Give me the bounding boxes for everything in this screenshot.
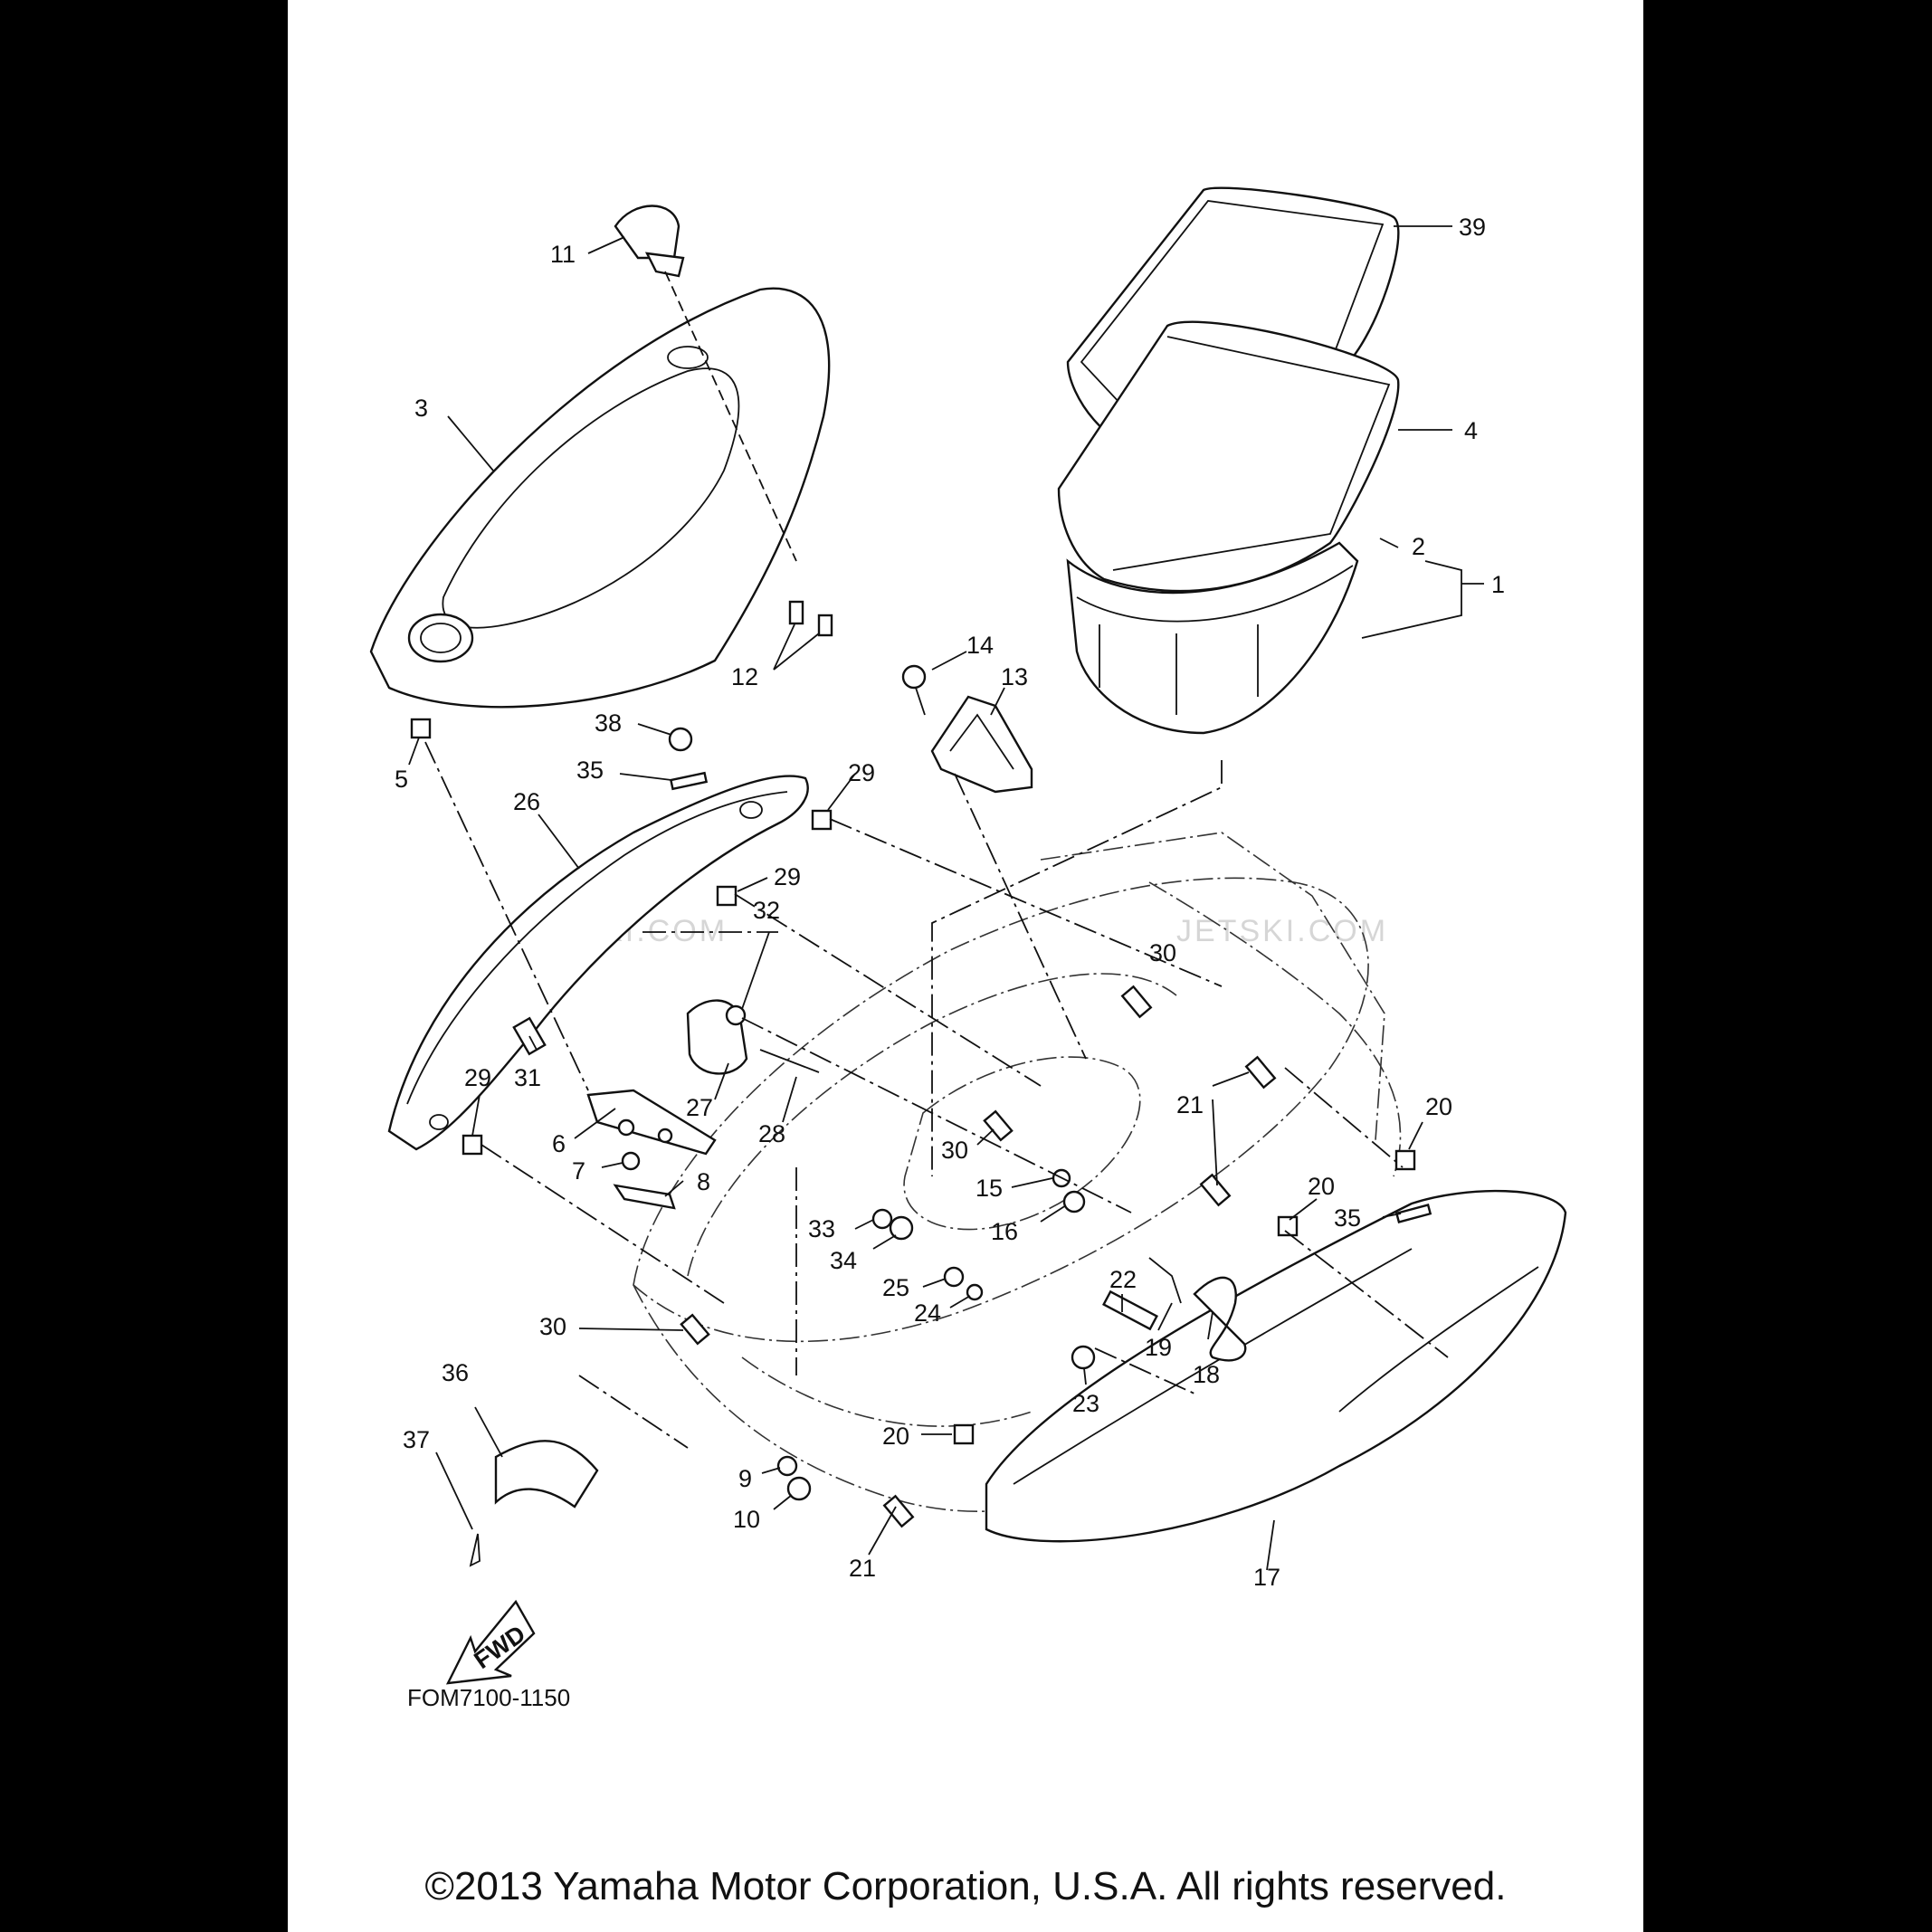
part-36-label [494,1440,599,1508]
callout-25: 25 [882,1274,909,1301]
part-17-rail [985,1189,1567,1543]
part-7-screw [621,1151,641,1171]
part-21-bolt-b [1199,1173,1232,1207]
part-6-latch-plate [586,1089,717,1156]
fwd-arrow-icon: FWD [445,1599,536,1685]
part-20-clip-b [1277,1215,1299,1237]
callout-20-c: 20 [882,1423,909,1450]
part-12-screws [788,600,833,637]
callout-39: 39 [1459,214,1486,241]
callout-18: 18 [1193,1361,1220,1388]
callout-23: 23 [1072,1390,1099,1417]
part-29-clip-b [716,885,738,907]
callout-12: 12 [731,663,758,690]
part-21-bolt-c [882,1494,915,1528]
part-24-washer [966,1283,984,1301]
part-18-bumper [1193,1276,1247,1362]
leader-11-dash [664,271,797,562]
part-5-clip [410,718,432,739]
part-14-bolt [901,664,927,716]
part-10-nut [786,1476,812,1501]
callout-32: 32 [753,897,780,924]
part-4-liner [1057,320,1400,593]
assembly-lines [424,741,1449,1449]
part-2-box [1066,541,1359,735]
part-30-bolt-a [1120,985,1153,1019]
part-29-clip-a [811,809,833,831]
part-13-bracket [930,695,1033,794]
callout-27: 27 [686,1094,713,1121]
callout-37: 37 [403,1426,430,1453]
part-33-washer [871,1208,893,1230]
part-37-rivet [469,1533,481,1567]
part-30-bolt-c [680,1313,710,1346]
part-20-clip-c [953,1423,975,1445]
callout-11: 11 [550,241,576,268]
part-8-plate [613,1184,676,1210]
callout-5: 5 [395,766,408,793]
leader-lines [408,225,1484,1571]
callout-2: 2 [1412,533,1425,560]
callout-15: 15 [976,1175,1003,1202]
callout-36: 36 [442,1359,469,1386]
callout-22: 22 [1109,1266,1137,1293]
part-19-pin [1148,1257,1182,1304]
callout-30-c: 30 [539,1313,566,1340]
part-11-latch [614,205,685,278]
callout-21-a: 21 [1176,1091,1204,1118]
callout-24: 24 [914,1299,941,1327]
callout-20-a: 20 [1425,1093,1452,1120]
part-23-nut [1071,1345,1096,1370]
part-25-nut [943,1266,965,1288]
callout-19: 19 [1145,1334,1172,1361]
callout-16: 16 [991,1218,1018,1245]
callout-6: 6 [552,1130,566,1157]
part-35-pin-left [669,771,709,791]
callout-21-b: 21 [849,1555,876,1582]
callout-35-a: 35 [576,757,604,784]
part-16-nut [1062,1190,1086,1213]
callout-29-a: 29 [848,759,875,786]
callout-20-b: 20 [1308,1173,1335,1200]
callout-17: 17 [1253,1564,1280,1591]
callout-31: 31 [514,1064,541,1091]
callout-30-b: 30 [941,1137,968,1164]
callout-9: 9 [738,1465,752,1492]
callout-14: 14 [966,632,994,659]
callout-35-b: 35 [1334,1204,1361,1232]
callout-30-a: 30 [1149,939,1176,966]
callout-34: 34 [830,1247,857,1274]
part-28-pin [759,1049,820,1073]
callout-33: 33 [808,1215,835,1242]
part-20-clip-a [1394,1149,1416,1171]
callout-3: 3 [414,395,428,422]
diagram-reference-code: FOM7100-1150 [407,1684,570,1711]
part-32-washer [725,1004,747,1026]
callout-13: 13 [1001,663,1028,690]
callout-28: 28 [758,1120,785,1147]
callout-29-c: 29 [464,1064,491,1091]
callout-labels: 1 2 3 4 5 6 7 8 9 10 11 12 13 14 15 16 1… [395,214,1505,1591]
callout-38: 38 [595,709,622,737]
callout-8: 8 [697,1168,710,1195]
callout-7: 7 [572,1157,585,1185]
part-22-bolt [1102,1290,1158,1331]
callout-4: 4 [1464,417,1478,444]
part-29-clip-c [462,1134,483,1156]
callout-29-b: 29 [774,863,801,890]
callout-10: 10 [733,1506,760,1533]
part-35-pin-right [1394,1204,1432,1223]
callout-26: 26 [513,788,540,815]
part-34-nut [889,1215,914,1241]
callout-1: 1 [1491,571,1505,598]
part-21-bolt-a [1244,1055,1277,1090]
copyright-notice: ©2013 Yamaha Motor Corporation, U.S.A. A… [424,1864,1507,1908]
part-38-grommet [668,727,693,752]
part-3-cover [369,287,831,709]
part-30-bolt-b [983,1109,1014,1142]
part-9-washer [776,1455,798,1477]
